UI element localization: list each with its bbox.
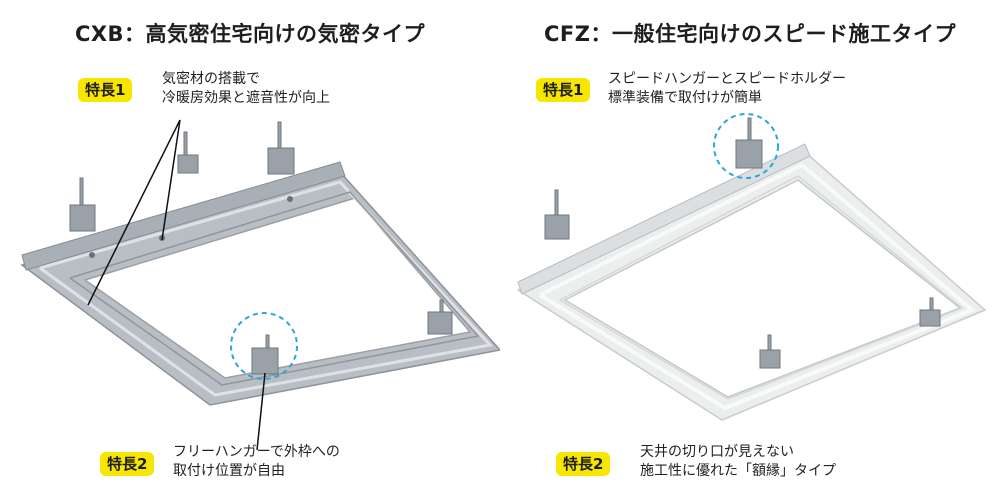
right-feature2-line2: 施工性に優れた「額縁」タイプ [640,463,836,479]
left-feature2-badge: 特長2 [100,452,155,476]
right-feature2-text: 天井の切り口が見えない 施工性に優れた「額縁」タイプ [640,443,836,481]
pointer-line [161,119,181,241]
right-feature2-line1: 天井の切り口が見えない [640,444,794,460]
right-feature1-line2: 標準装備で取付けが簡単 [608,90,762,106]
cxb-frame-opening [83,197,472,379]
left-feature1-line1: 気密材の搭載で [162,71,260,87]
highlight-circle [230,312,298,380]
screw [89,252,95,258]
screw [287,196,293,202]
left-feature2-line2: 取付け位置が自由 [173,463,285,479]
left-feature2-line1: フリーハンガーで外枠への [173,444,340,460]
right-title: CFZ：一般住宅向けのスピード施工タイプ [544,22,956,46]
cxb-frame-illustration [20,119,500,451]
left-panel: CXB：高気密住宅向けの気密タイプ [20,22,500,481]
left-feature2-text: フリーハンガーで外枠への 取付け位置が自由 [173,443,340,481]
left-feature1-line2: 冷暖房効果と遮音性が向上 [162,90,330,106]
pointer-line [256,372,266,451]
hanger-icon [69,121,453,375]
right-feature2-badge: 特長2 [556,452,611,476]
cxb-top-rail [21,161,346,271]
left-title: CXB：高気密住宅向けの気密タイプ [74,22,426,46]
cxb-frame-bevel [39,180,493,397]
pointer-line [87,119,181,306]
left-feature1-text: 気密材の搭載で 冷暖房効果と遮音性が向上 [162,70,330,108]
right-feature1-line1: スピードハンガーとスピードホルダー [608,71,846,87]
cfz-top-rail [517,143,811,295]
right-panel: CFZ：一般住宅向けのスピード施工タイプ 特長1 スピードハンガーとスピードホル… [500,0,1000,500]
highlight-circle [713,113,779,179]
cfz-frame-illustration [516,113,987,421]
left-feature1-badge: 特長1 [78,78,133,102]
hanger-icon [544,117,941,369]
right-feature1-badge: 特長1 [536,78,591,102]
right-feature1-text: スピードハンガーとスピードホルダー 標準装備で取付けが簡単 [608,70,846,108]
